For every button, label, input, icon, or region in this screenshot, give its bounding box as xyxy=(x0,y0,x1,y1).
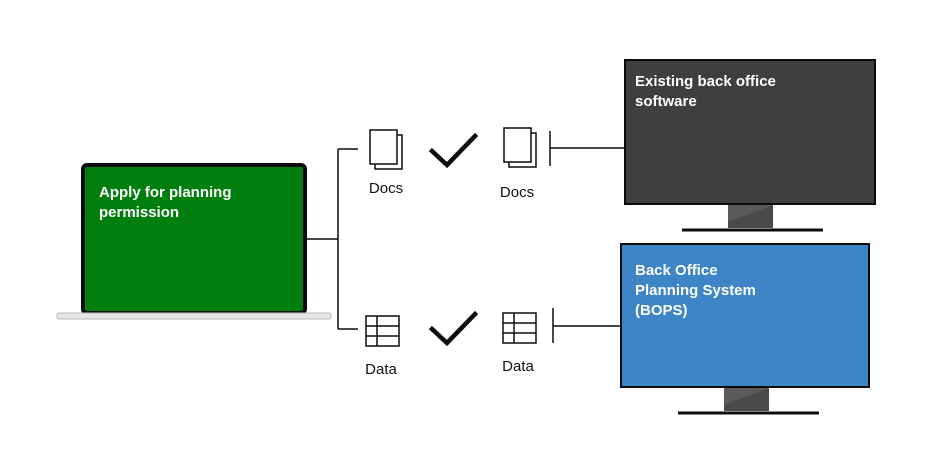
top-monitor-screen xyxy=(624,59,876,205)
table-icon xyxy=(365,315,400,347)
data-source-label: Data xyxy=(365,361,397,378)
docs-connector xyxy=(549,131,625,166)
laptop-base xyxy=(56,312,332,320)
bottom-monitor-screen xyxy=(620,243,870,388)
docs-source-label: Docs xyxy=(368,180,404,197)
documents-icon xyxy=(369,129,403,170)
data-target-label: Data xyxy=(502,358,534,375)
data-connector xyxy=(552,308,621,343)
checkmark-icon xyxy=(428,310,479,347)
table-icon xyxy=(502,312,537,344)
bottom-monitor xyxy=(620,243,870,415)
top-monitor-title: Existing back office software xyxy=(635,73,776,110)
top-monitor xyxy=(624,59,876,232)
laptop-screen-title: Apply for planning permission xyxy=(99,184,232,221)
bottom-monitor-title: Back Office Planning System (BOPS) xyxy=(635,262,756,319)
docs-target-label: Docs xyxy=(499,184,535,201)
documents-icon xyxy=(503,127,537,168)
checkmark-icon xyxy=(428,132,479,169)
laptop-connector xyxy=(305,148,358,330)
